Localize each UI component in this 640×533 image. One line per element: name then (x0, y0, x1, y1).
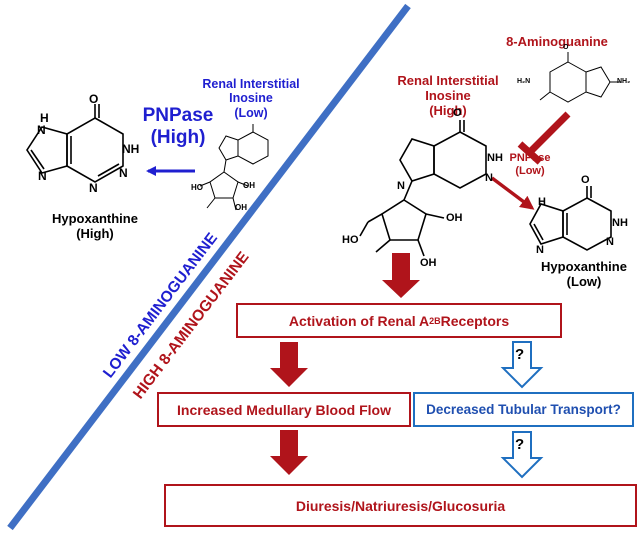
inosine-high-label: Renal Interstitial Inosine (High) (397, 73, 499, 118)
aminoguanine-molecule (539, 52, 620, 103)
atom-label: OH (420, 257, 437, 269)
atom-label: N (89, 181, 98, 195)
hypoxanthine-low-molecule (529, 186, 612, 251)
hypoxanthine-low-label: Hypoxanthine (Low) (541, 259, 627, 289)
inhibition-line (527, 111, 571, 155)
atom-label: N (485, 172, 493, 184)
atom-label: N (606, 236, 614, 248)
question-mark: ? (515, 346, 525, 363)
hypoxanthine-high-molecule (26, 104, 124, 183)
atom-label: HO (342, 234, 359, 246)
atom-label: N (38, 169, 47, 183)
atom-label: NH (487, 152, 503, 164)
diagonal-divider (7, 3, 411, 531)
question-mark: ? (515, 436, 525, 453)
atom-label: NH (122, 142, 140, 156)
inosine-low-molecule (199, 124, 269, 211)
thick-arrows (270, 253, 420, 475)
atom-label: NH (612, 217, 628, 229)
atom-label: OH (235, 203, 247, 212)
atom-label: NH₂ (617, 78, 631, 85)
atom-label: O (563, 44, 569, 51)
atom-label: O (453, 107, 462, 119)
inosine-high-molecule (359, 120, 487, 257)
atom-label: O (581, 174, 590, 186)
pnpase-low-arrow (490, 176, 535, 210)
inosine-low-label: Renal Interstitial Inosine (Low) (202, 77, 300, 120)
atom-label: OH (446, 212, 463, 224)
arrow-to-activation (382, 253, 420, 298)
atom-label: N (397, 180, 405, 192)
atom-label: H (40, 111, 49, 125)
atom-label: O (89, 92, 99, 106)
atom-label: N (37, 123, 46, 137)
blood-flow-box: Increased Medullary Blood Flow (157, 392, 411, 427)
diuresis-box: Diuresis/Natriuresis/Glucosuria (164, 484, 637, 527)
atom-label: HO (191, 183, 203, 192)
pnpase-low-label: PNPase (Low) (509, 152, 551, 177)
arrow-tubular-to-diuresis (500, 431, 544, 479)
arrow-to-blood-flow (270, 342, 308, 387)
atom-label: H₂N (517, 78, 531, 85)
tubular-box: Decreased Tubular Transport? (413, 392, 634, 427)
outline-arrows (500, 341, 544, 479)
arrow-to-diuresis (270, 430, 308, 475)
atom-label: N (119, 166, 128, 180)
atom-label: OH (243, 181, 255, 190)
inhibition-bar (517, 141, 543, 165)
hypoxanthine-high-label: Hypoxanthine (High) (52, 211, 138, 241)
pnpase-high-label: PNPase (High) (142, 105, 214, 148)
atom-label: N (536, 244, 544, 256)
atom-label: H (538, 196, 546, 208)
aminoguanine-label: 8-Aminoguanine (506, 34, 608, 49)
arrow-to-tubular (500, 341, 544, 389)
